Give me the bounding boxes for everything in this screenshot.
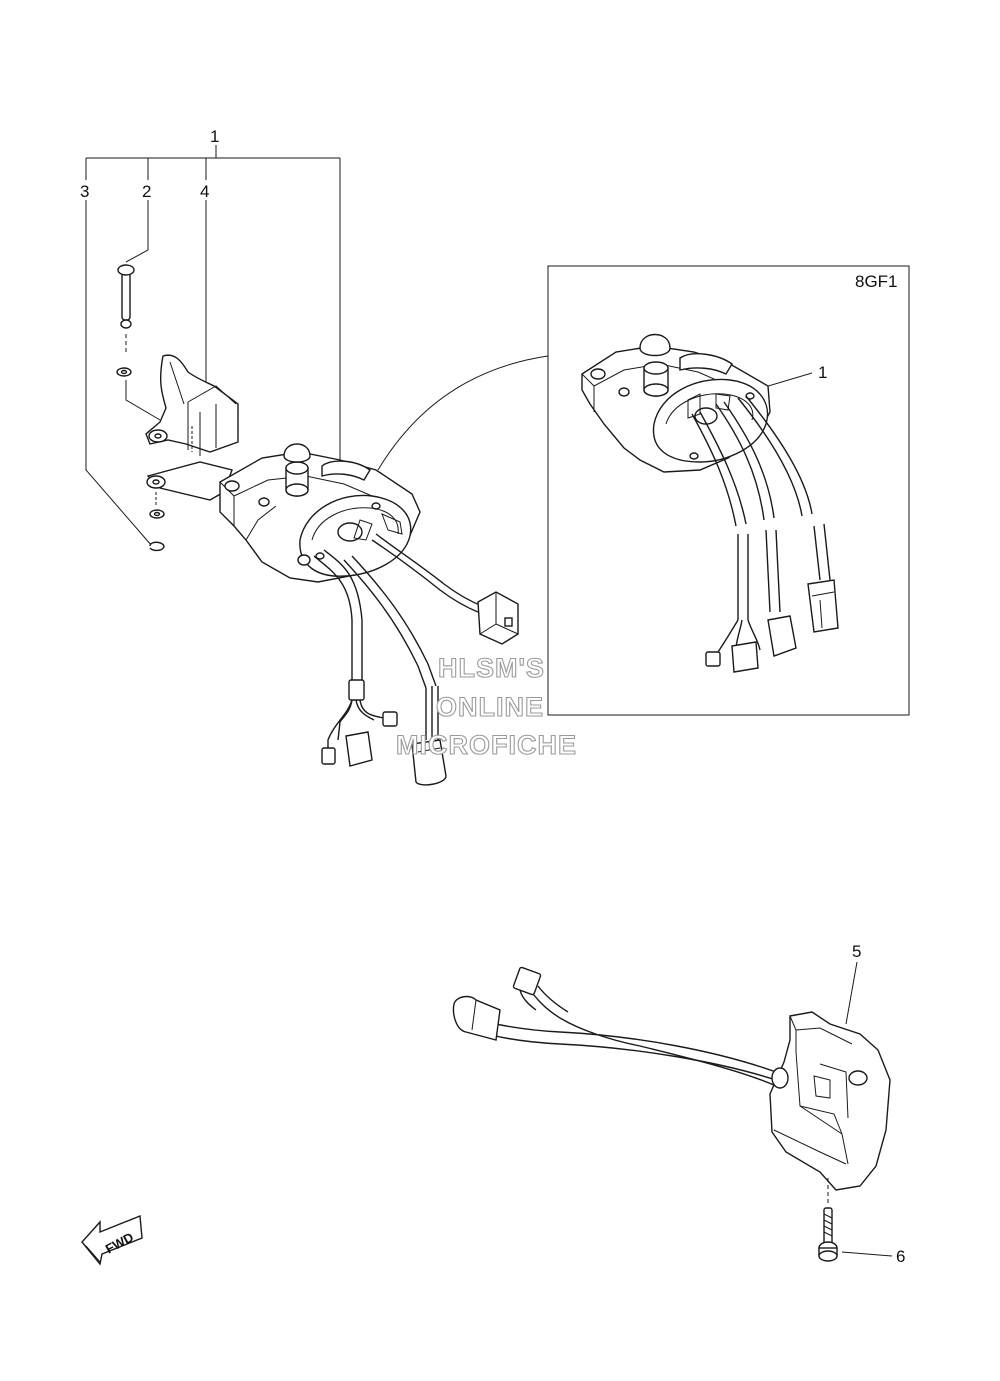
lever-bracket-part-4	[145, 354, 239, 505]
main-switch-wires	[313, 533, 519, 786]
switch-assembly-part-1	[219, 443, 421, 583]
fwd-arrow-icon: FWD	[81, 1215, 143, 1266]
callout-3: 3	[80, 182, 89, 201]
inset-label: 8GF1	[855, 272, 898, 291]
circlip-part-3	[149, 541, 165, 552]
watermark-line2: ONLINE	[436, 692, 544, 722]
callout-1-inset: 1	[818, 363, 827, 382]
callout-4: 4	[200, 182, 209, 201]
watermark-line1: HLSM'S	[438, 653, 545, 683]
callout-6-leader	[841, 1251, 893, 1257]
inset-wires	[691, 395, 839, 673]
watermark: HLSM'S ONLINE MICROFICHE	[395, 652, 577, 760]
inset-box	[377, 265, 910, 716]
housing-wires	[452, 966, 789, 1089]
washer-upper	[116, 367, 132, 377]
screw-part-6	[818, 1178, 838, 1262]
watermark-line3: MICROFICHE	[396, 730, 577, 760]
inset-switch	[581, 333, 771, 473]
callout-1-top: 1	[210, 127, 219, 146]
switch-housing-part-5	[769, 1011, 891, 1191]
callout-6: 6	[896, 1247, 905, 1266]
washer-lower	[149, 509, 165, 519]
callout-bracket	[85, 145, 341, 547]
pin-part-2	[117, 264, 135, 352]
callout-5: 5	[852, 942, 861, 961]
callout-2: 2	[142, 182, 151, 201]
callout-5-leader	[845, 961, 858, 1025]
